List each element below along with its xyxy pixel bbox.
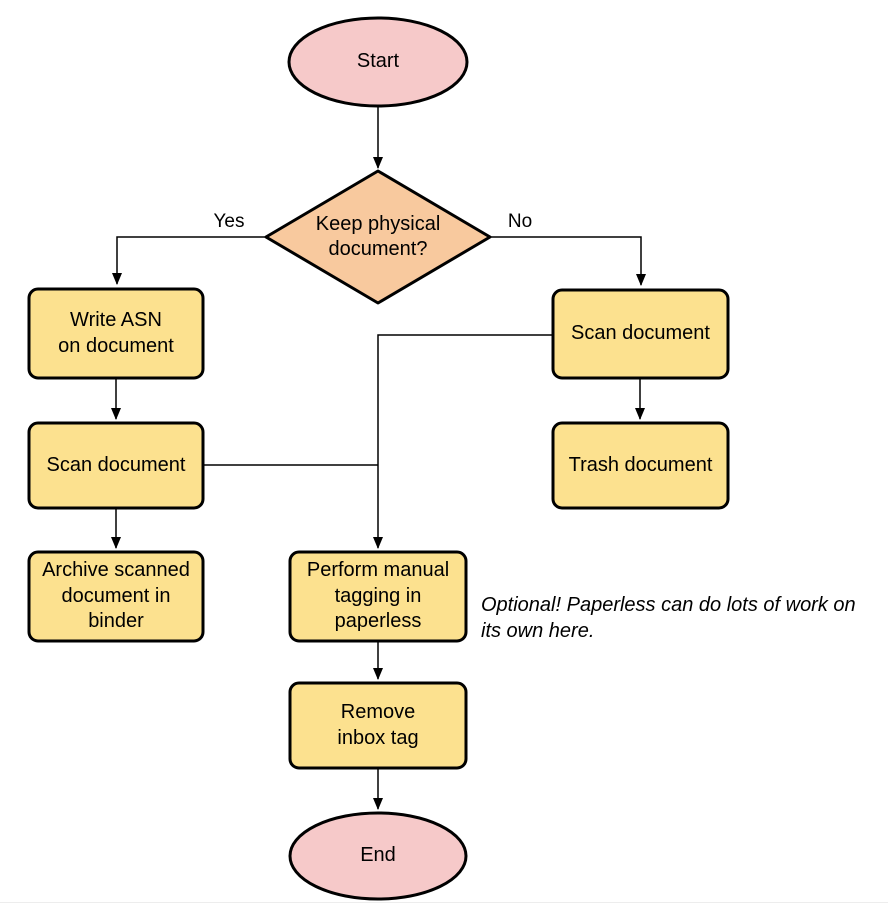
optional-annotation-line1: Optional! Paperless can do lots of work … [481, 594, 856, 616]
optional-annotation: Optional! Paperless can do lots of work … [481, 592, 888, 644]
manual-tagging-node [288, 550, 468, 643]
write-asn-node [27, 287, 205, 380]
edge-decision-no [490, 236, 646, 286]
remove-inbox-tag-node [288, 681, 468, 770]
bottom-divider [0, 902, 888, 903]
end-node [288, 811, 468, 901]
decision-node [264, 169, 492, 305]
edge-scanright-to-tagging [373, 334, 553, 549]
scan-document-left-node [27, 421, 205, 510]
scan-document-right-node [551, 288, 730, 380]
archive-node [27, 550, 205, 643]
optional-annotation-line2: its own here. [481, 620, 595, 642]
start-node [287, 16, 469, 108]
edge-decision-yes [112, 236, 266, 285]
trash-document-node [551, 421, 730, 510]
